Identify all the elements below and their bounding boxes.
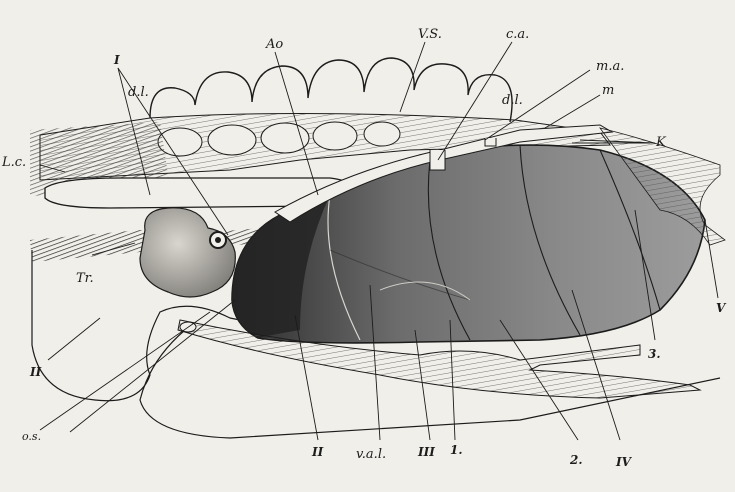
label-three: 3. <box>648 348 661 360</box>
label-ca: c.a. <box>506 28 529 41</box>
label-roman-ii-bottom: II <box>312 446 323 458</box>
label-dl-right: d.l. <box>502 94 523 107</box>
dorsal-wavy-outline <box>150 58 512 122</box>
label-os: o.s. <box>22 431 41 442</box>
label-roman-ii-left: II <box>30 366 41 378</box>
label-aorta: Ao <box>266 38 283 51</box>
gland-mass <box>140 208 235 297</box>
label-lc: L.c. <box>2 156 26 169</box>
label-m: m <box>602 84 614 97</box>
label-k: K <box>656 136 666 149</box>
label-one: 1. <box>450 444 463 456</box>
label-tr: Tr. <box>76 272 94 285</box>
label-roman-i: I <box>114 54 120 66</box>
label-ma: m.a. <box>596 60 624 73</box>
label-roman-iv: IV <box>616 456 631 468</box>
label-vs: V.S. <box>418 28 442 41</box>
label-dl-left: d.l. <box>128 86 149 99</box>
label-val: v.a.l. <box>356 448 386 461</box>
label-two: 2. <box>570 454 583 466</box>
label-roman-v: V <box>716 302 725 314</box>
label-roman-iii: III <box>418 446 435 458</box>
